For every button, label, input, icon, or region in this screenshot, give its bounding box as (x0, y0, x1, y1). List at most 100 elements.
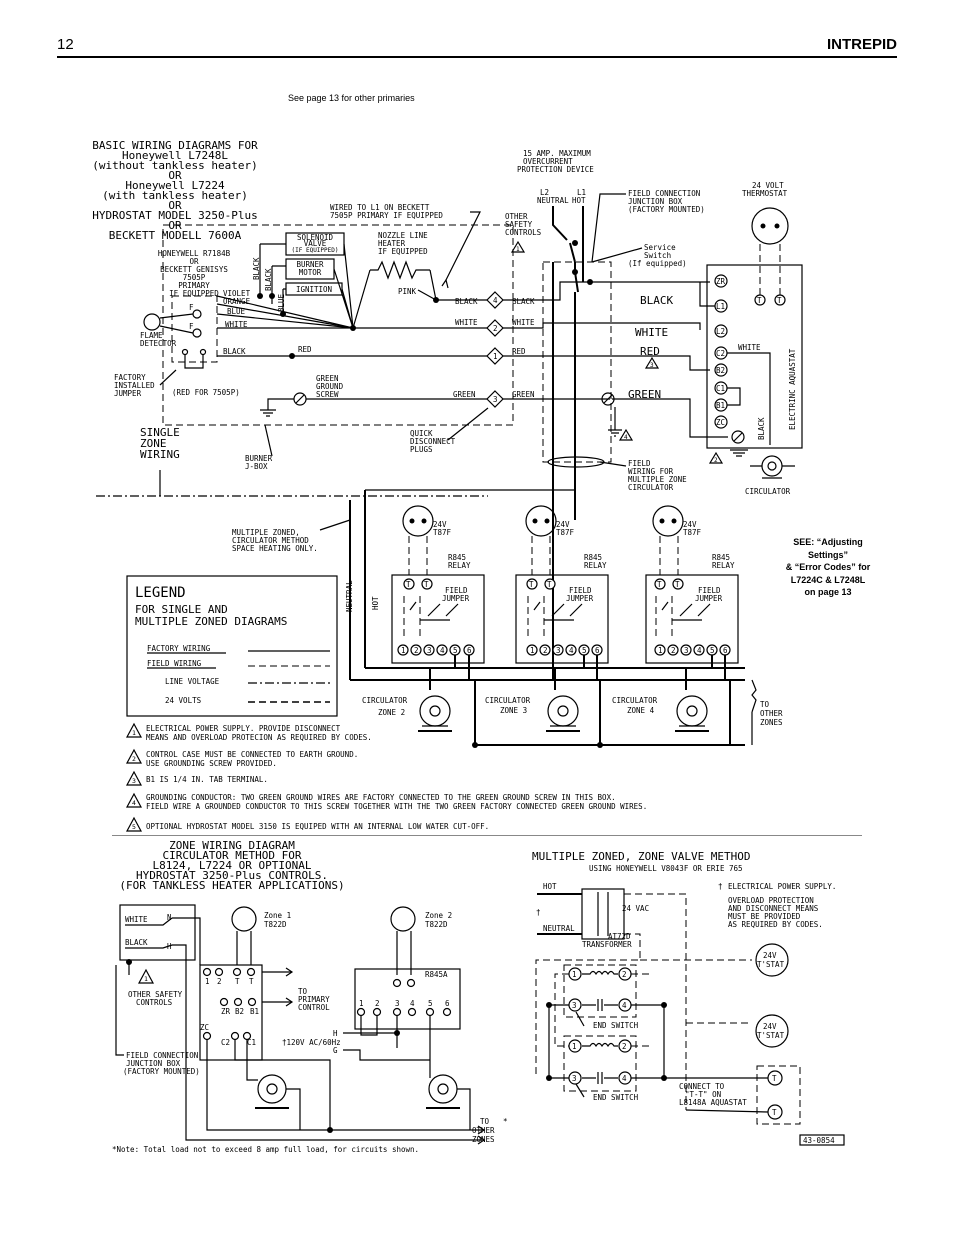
white-field-wire (503, 322, 701, 330)
diagram-label: L2 (716, 327, 725, 336)
diagram-label: WHITE (738, 343, 761, 352)
diagram-label: LINE VOLTAGE (165, 677, 220, 686)
title-line: OR (168, 199, 182, 212)
diagram-label: C2 (716, 349, 725, 358)
section-divider (112, 835, 862, 836)
diagram-label: T'STAT (757, 1031, 785, 1040)
diagram-label: 5 (132, 823, 136, 831)
diagram-label: FOR SINGLE AND (135, 603, 228, 616)
diagram-label: T822D (264, 920, 287, 929)
thermostat-wires (236, 931, 412, 975)
diagram-label: WHITE (455, 318, 478, 327)
diagram-label: T (529, 580, 534, 589)
diagram-label: 2 (671, 646, 676, 655)
title-line: (with tankless heater) (102, 189, 248, 202)
diagram-label: RELAY (712, 561, 735, 570)
diagram-label: CONTROL CASE MUST BE CONNECTED TO EARTH … (146, 750, 358, 759)
diagram-label: CIRCULATOR (485, 696, 531, 705)
diagram-label: CONTROLS (505, 228, 542, 237)
diagram-label: FIELD WIRING (147, 659, 202, 668)
diagram-label: ELECTRICAL POWER SUPPLY. (728, 882, 836, 891)
diagram-label: R845 (712, 553, 730, 562)
terminal (425, 1007, 435, 1017)
nozzle-wire (352, 269, 437, 329)
flame-detector-label: FLAME (140, 331, 163, 340)
zone-valve-1 (563, 964, 637, 1018)
terminal (202, 1031, 212, 1041)
diagram-label: RED (512, 347, 526, 356)
diagram-label: 1 (493, 352, 498, 361)
wire (125, 917, 173, 926)
zone2-thermostat-icon (390, 906, 416, 932)
diagram-label: 3 (572, 1074, 577, 1083)
diagram-label: PRIMARY (178, 281, 210, 290)
legend-box (126, 575, 338, 717)
diagram-label: CONTROLS (136, 998, 173, 1007)
diagram-label: T (772, 1108, 777, 1117)
diagram-label: TRANSFORMER (582, 940, 632, 949)
control-wires (206, 1040, 482, 1131)
diagram-label: HYDROSTAT 3250-Plus CONTROLS. (136, 869, 328, 882)
diagram-label: ELECTRINC AQUASTAT (788, 348, 797, 430)
diagram-label: OTHER (505, 212, 528, 221)
diagram-label: SCREW (316, 390, 339, 399)
terminal (202, 967, 212, 977)
diagram-label: 3 (427, 646, 432, 655)
diagram-label: MUST BE PROVIDED (728, 912, 801, 921)
aquastat-tt-box (756, 1065, 801, 1125)
diagram-label: USE GROUNDING SCREW PROVIDED. (146, 759, 277, 768)
diagram-label: ZONES (472, 1135, 495, 1144)
diagram-label: 1 (132, 729, 136, 737)
leader-line (159, 369, 177, 386)
diagram-label: ELECTRICAL POWER SUPPLY. PROVIDE DISCONN… (146, 724, 341, 733)
diagram-label: GROUNDING CONDUCTOR: TWO GREEN GROUND WI… (146, 793, 616, 802)
leader-line (575, 1083, 585, 1098)
title-line: OR (168, 169, 182, 182)
diagram-label: T (757, 296, 762, 305)
diagram-label: PROTECTION DEVICE (517, 165, 594, 174)
diagram-label: C2 (221, 1038, 230, 1047)
diagram-label: 2 (414, 646, 419, 655)
diagram-label: H (167, 942, 172, 951)
zone1-circulator-icon (257, 1074, 287, 1104)
diagram-label: OVERCURRENT (523, 157, 573, 166)
thermostat-wires (759, 244, 781, 300)
diagram-label: PLUGS (410, 445, 433, 454)
relay-power (343, 1032, 430, 1061)
diagram-label: (FACTORY MOUNTED) (628, 205, 705, 214)
diagram-label: WHITE (512, 318, 535, 327)
quick-disconnect-plugs: 4 2 1 3 (486, 291, 504, 408)
diagram-label: 7505P PRIMARY IF EQUIPPED (330, 211, 443, 220)
side-note-line: SEE: “Adjusting (793, 537, 863, 547)
leader-line (115, 965, 124, 1056)
flame-detector-icon (143, 313, 161, 331)
diagram-label: RELAY (584, 561, 607, 570)
diagram-label: 4 (622, 1001, 627, 1010)
terminal-f-screw (192, 328, 202, 338)
wire-label-black: BLACK (252, 257, 261, 280)
diagram-label: R845 (448, 553, 466, 562)
diagram-label: BLUE (227, 307, 246, 316)
diagram-label: 2 (622, 1042, 627, 1051)
valve-coil-icon (582, 970, 618, 976)
diagram-label: ZONE (140, 437, 167, 450)
diagram-label: C1 (716, 384, 725, 393)
diagram-label: 1 (516, 246, 520, 253)
valve-coil-icon (582, 1042, 618, 1048)
l2-supply (552, 206, 576, 263)
document-title: INTREPID (826, 36, 897, 53)
return-wire (185, 1065, 482, 1141)
diagram-label: 1 (144, 975, 148, 983)
diagram-label: T (406, 580, 411, 589)
diagram-label: 6 (723, 646, 728, 655)
diagram-label: 2 (217, 977, 222, 986)
r845-relay-box (645, 574, 739, 664)
diagram-label: HOT (543, 882, 557, 891)
terminal (442, 1007, 452, 1017)
note-triangle-icon (644, 356, 660, 369)
diagram-label: R845 (584, 553, 602, 562)
pink-wire (417, 289, 437, 301)
wire-junction (327, 1127, 333, 1133)
